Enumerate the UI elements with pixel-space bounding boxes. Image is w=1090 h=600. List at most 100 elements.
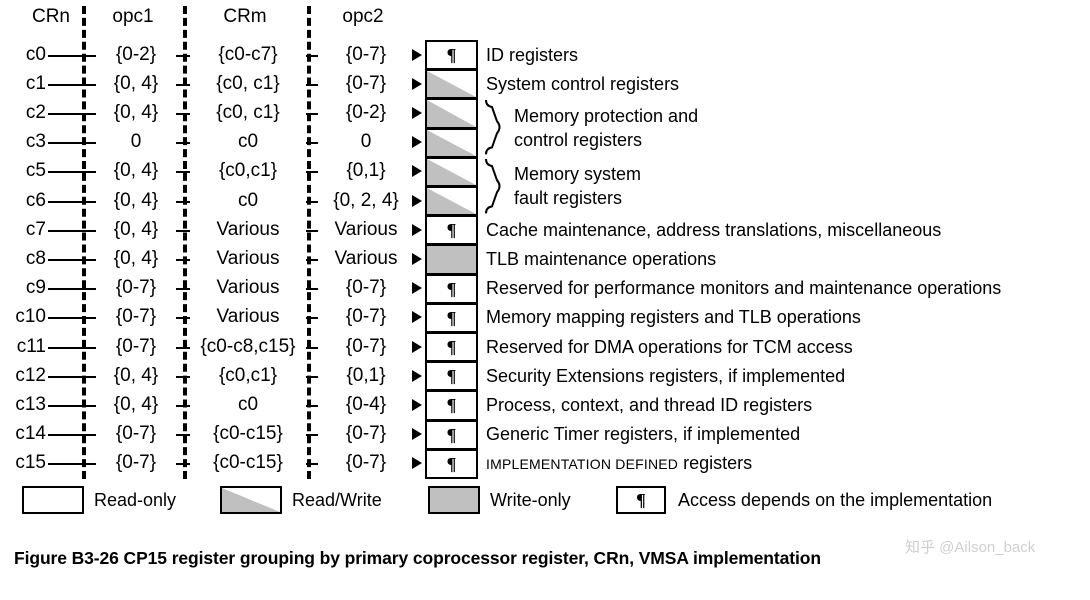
cell-opc2-c8: Various xyxy=(318,249,414,269)
cell-opc2-c14: {0-7} xyxy=(318,424,414,445)
pilcrow-icon: ¶ xyxy=(446,453,457,474)
cell-crm-c9: Various xyxy=(190,278,306,299)
cell-opc1-c14: {0-7} xyxy=(96,424,176,445)
access-box-c12: ¶ xyxy=(425,361,478,392)
cell-crm-c8: Various xyxy=(190,249,306,269)
pilcrow-icon: ¶ xyxy=(446,337,457,358)
cell-crm-c12: {c0,c1} xyxy=(190,365,306,386)
cell-crm-c6: c0 xyxy=(190,190,306,211)
group-label-1: Memory protection and control registers xyxy=(514,104,698,152)
group-label-line-2: control registers xyxy=(514,129,643,150)
group-brace-1 xyxy=(484,98,506,156)
legend-swatch-impl: ¶ xyxy=(616,486,666,514)
arrow-icon xyxy=(412,77,422,90)
cell-opc1-c8: {0, 4} xyxy=(96,249,176,269)
arrow-icon xyxy=(412,282,422,295)
cell-opc2-c5: {0,1} xyxy=(318,161,414,182)
arrow-icon xyxy=(412,399,422,411)
cell-crm-c10: Various xyxy=(190,307,306,328)
column-divider-2 xyxy=(183,6,187,479)
access-box-c5 xyxy=(425,156,478,187)
row-label-c0: c0 xyxy=(25,43,46,65)
group-brace-2 xyxy=(484,157,506,215)
column-divider-1 xyxy=(82,6,86,479)
legend-label-rw: Read/Write xyxy=(292,490,382,510)
row-label-c14: c14 xyxy=(15,423,46,445)
row-label-c2: c2 xyxy=(25,102,46,123)
cell-opc1-c11: {0-7} xyxy=(96,336,176,357)
access-box-c13: ¶ xyxy=(425,390,478,421)
pilcrow-icon: ¶ xyxy=(446,45,457,66)
arrow-icon xyxy=(412,253,422,265)
cell-opc1-c5: {0, 4} xyxy=(96,161,176,182)
description-c15: IMPLEMENTATION DEFINED registers xyxy=(486,453,752,474)
group-label-line-1: Memory protection and xyxy=(514,105,699,126)
row-label-c1: c1 xyxy=(25,72,46,94)
description-c10: Memory mapping registers and TLB operati… xyxy=(486,307,861,328)
access-box-c0: ¶ xyxy=(425,40,478,71)
arrow-icon xyxy=(412,428,422,441)
cell-opc1-c7: {0, 4} xyxy=(96,219,176,240)
row-label-c7: c7 xyxy=(25,218,46,240)
cell-opc2-c15: {0-7} xyxy=(318,453,414,474)
cell-crm-c3: c0 xyxy=(190,132,306,153)
description-c8: TLB maintenance operations xyxy=(486,249,717,269)
arrow-icon xyxy=(412,136,422,149)
access-box-c11: ¶ xyxy=(425,332,478,363)
access-box-c1 xyxy=(425,69,478,100)
row-label-c15: c15 xyxy=(15,452,46,474)
cell-crm-c15: {c0-c15} xyxy=(190,453,306,474)
arrow-icon xyxy=(412,48,422,61)
cell-crm-c1: {c0, c1} xyxy=(190,73,306,94)
row-label-c5: c5 xyxy=(25,160,46,182)
cell-opc2-c10: {0-7} xyxy=(318,307,414,328)
cell-crm-c0: {c0-c7} xyxy=(190,44,306,65)
cell-opc2-c0: {0-7} xyxy=(318,44,414,65)
cell-crm-c13: c0 xyxy=(190,395,306,415)
description-c14: Generic Timer registers, if implemented xyxy=(486,424,801,445)
arrow-icon xyxy=(412,194,422,207)
arrow-icon xyxy=(412,369,422,382)
pilcrow-icon: ¶ xyxy=(446,307,457,328)
access-box-c10: ¶ xyxy=(425,302,478,333)
cell-opc2-c3: 0 xyxy=(318,132,414,153)
column-divider-3 xyxy=(307,6,311,479)
implementation-defined-term: IMPLEMENTATION DEFINED xyxy=(486,456,679,473)
arrow-icon xyxy=(412,107,422,119)
pilcrow-icon: ¶ xyxy=(446,424,457,445)
legend-swatch-rw xyxy=(220,486,282,514)
row-label-c10: c10 xyxy=(15,306,46,328)
row-label-c6: c6 xyxy=(25,189,46,211)
cell-opc1-c1: {0, 4} xyxy=(96,73,176,94)
cell-crm-c7: Various xyxy=(190,219,306,240)
description-c7: Cache maintenance, address translations,… xyxy=(486,219,942,240)
legend-label-wo: Write-only xyxy=(490,490,571,510)
access-box-c2 xyxy=(425,98,478,129)
pilcrow-icon: ¶ xyxy=(446,220,457,241)
watermark: 知乎 @Ailson_back xyxy=(905,539,1036,556)
cell-crm-c14: {c0-c15} xyxy=(190,424,306,445)
cell-opc1-c13: {0, 4} xyxy=(96,395,176,415)
pilcrow-icon: ¶ xyxy=(446,395,457,416)
row-label-c8: c8 xyxy=(25,248,46,269)
access-box-c3 xyxy=(425,127,478,158)
arrow-icon xyxy=(412,165,422,178)
group-label-line-1: Memory system xyxy=(514,164,642,184)
cell-opc2-c2: {0-2} xyxy=(318,103,414,123)
cell-opc2-c9: {0-7} xyxy=(318,278,414,299)
cell-crm-c11: {c0-c8,c15} xyxy=(190,336,306,357)
column-header-opc1: opc1 xyxy=(112,6,154,27)
pilcrow-icon: ¶ xyxy=(446,366,457,387)
legend-swatch-ro xyxy=(22,486,84,514)
pilcrow-icon: ¶ xyxy=(636,490,646,510)
arrow-icon xyxy=(412,340,422,353)
description-suffix: registers xyxy=(678,453,753,474)
access-box-c8 xyxy=(425,244,478,275)
arrow-icon xyxy=(412,223,422,236)
description-c11: Reserved for DMA operations for TCM acce… xyxy=(486,336,853,357)
access-box-c6 xyxy=(425,186,478,217)
cell-opc1-c3: 0 xyxy=(96,132,176,153)
column-header-crn: CRn xyxy=(31,6,70,27)
description-c1: System control registers xyxy=(486,73,680,94)
